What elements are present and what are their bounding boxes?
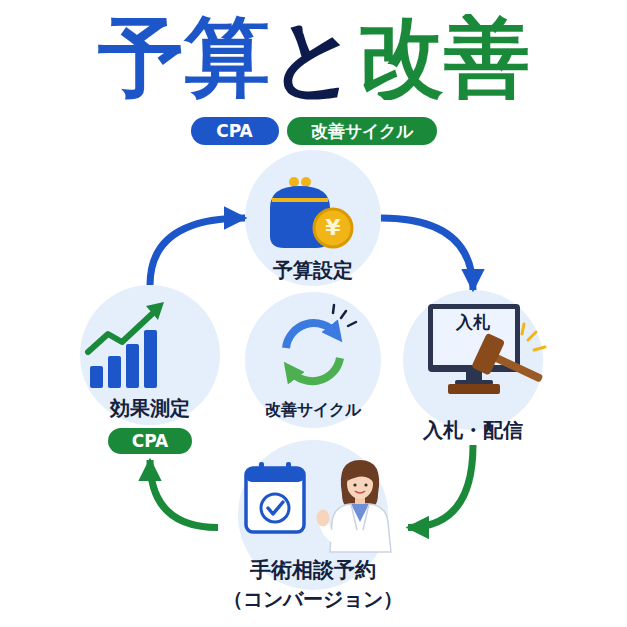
pill-text: CPA	[216, 123, 253, 140]
diagram-title: 予算と改善	[98, 14, 530, 100]
cycle-arrow	[381, 218, 473, 290]
tag-pill: CPA	[191, 117, 279, 145]
step-label: 予算設定	[273, 260, 353, 280]
step-circle: 予算設定	[245, 150, 381, 286]
circle-fill	[245, 150, 381, 286]
tag-pill: CPA	[108, 428, 192, 454]
step-label: 効果測定	[110, 398, 190, 418]
circle-fill	[403, 290, 543, 430]
step-label: 入札・配信	[423, 420, 523, 440]
cycle-arrow	[150, 460, 218, 528]
step-circle: 効果測定 CPA	[75, 285, 225, 460]
step-label: 改善サイクル	[265, 402, 361, 418]
step-label: （コンバージョン）	[223, 589, 403, 609]
pill-text: CPA	[132, 433, 169, 450]
tag-pill: 改善サイクル	[287, 117, 437, 145]
circle-fill	[238, 440, 388, 590]
circle-fill	[245, 292, 381, 428]
cycle-arrow	[150, 218, 245, 285]
currency-symbol: ¥	[325, 217, 340, 239]
circle-fill	[80, 285, 220, 425]
step-circle: 改善サイクル	[245, 292, 381, 428]
step-label: 手術相談予約	[250, 560, 376, 581]
pill-text: 改善サイクル	[311, 123, 413, 140]
tag-row: CPA 改善サイクル	[0, 117, 627, 145]
title-bar: 予算と改善	[0, 14, 627, 100]
screen-text: 入札	[456, 314, 490, 331]
step-circle: 手術相談予約 （コンバージョン）	[218, 440, 408, 615]
cycle-arrow	[408, 445, 473, 528]
